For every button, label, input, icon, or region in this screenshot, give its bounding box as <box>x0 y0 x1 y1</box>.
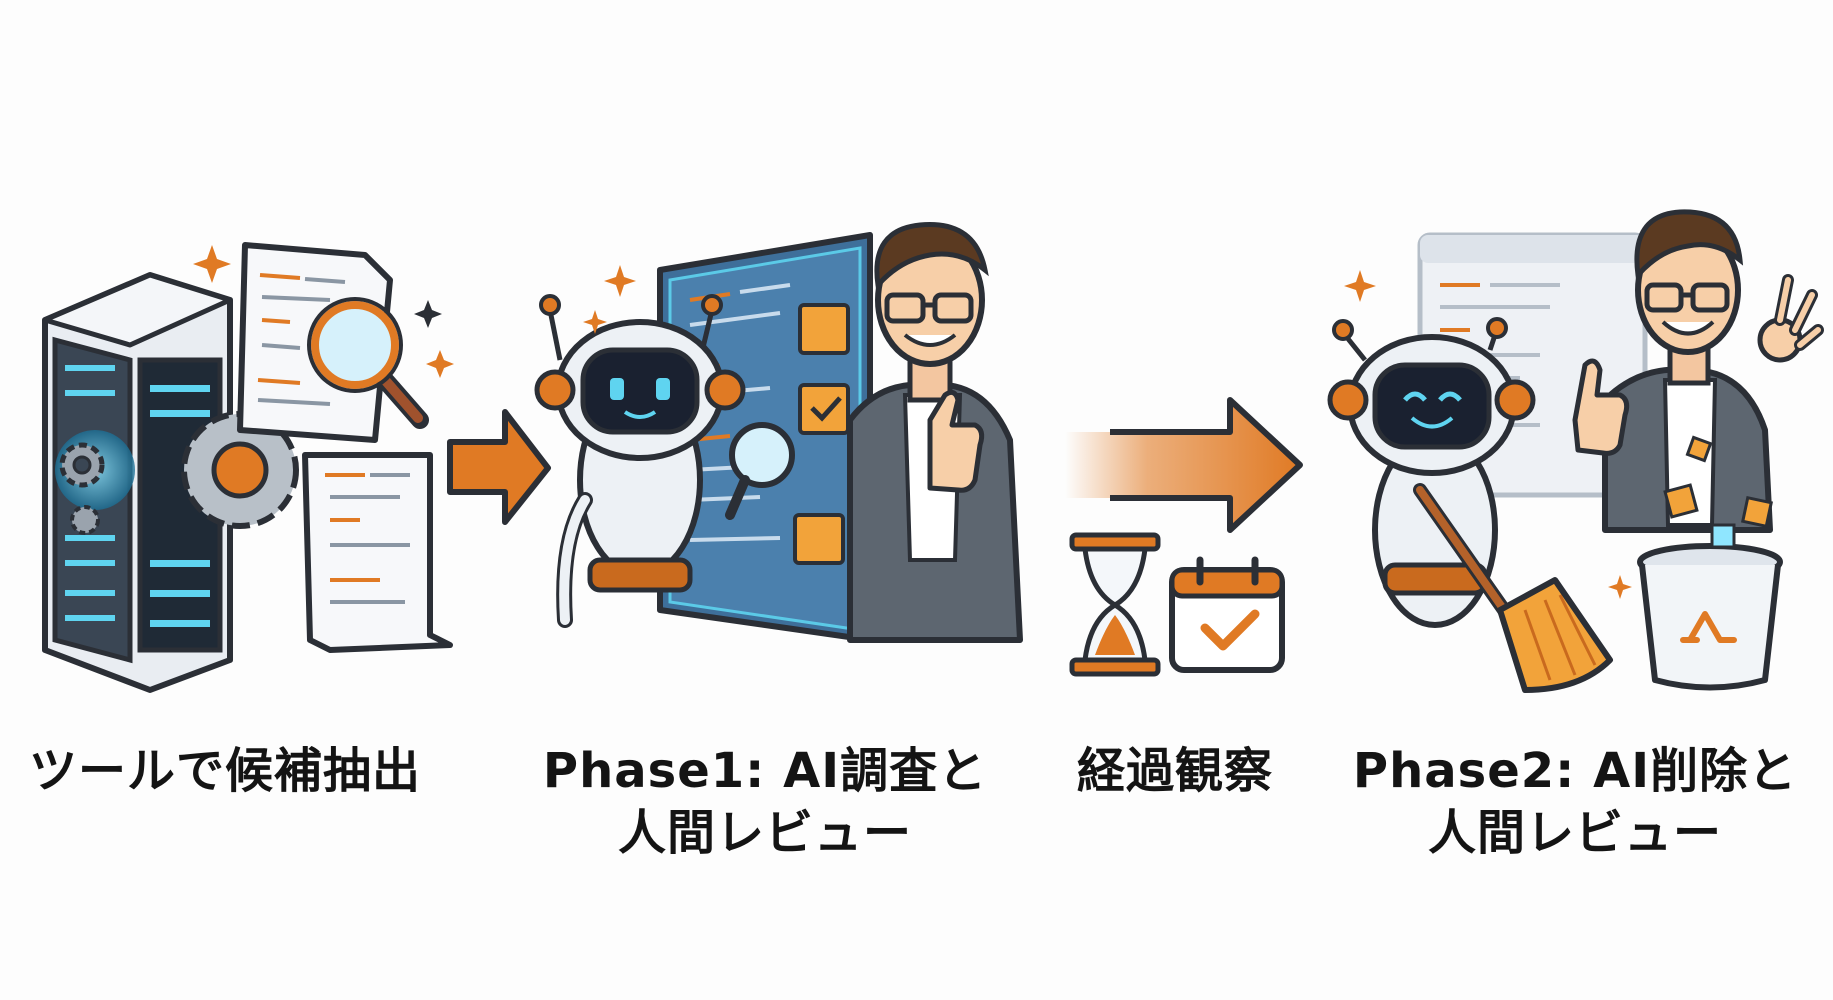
arrow-icon <box>447 409 551 525</box>
recycle-icon <box>1680 611 1737 643</box>
step-label-phase2: Phase2: AI削除と 人間レビュー <box>1330 740 1820 864</box>
thumbs-up-icon <box>1572 274 1824 456</box>
sparkle-icon <box>193 245 454 378</box>
person-icon <box>847 222 1023 643</box>
sparkle-icon <box>1344 270 1632 599</box>
step-label-tool-extraction: ツールで候補抽出 <box>10 740 440 802</box>
broom-icon <box>1413 483 1613 693</box>
step-label-line2: 人間レビュー <box>617 805 912 861</box>
thumbs-up-icon <box>927 389 985 493</box>
magnifier-icon <box>307 297 429 429</box>
server-icon <box>42 272 233 693</box>
robot-icon <box>534 294 795 628</box>
arrow-icon <box>1065 397 1303 533</box>
step-label-phase1: Phase1: AI調査と 人間レビュー <box>520 740 1010 864</box>
step-label-line1: 経過観察 <box>1076 743 1273 799</box>
gear-icon <box>59 411 299 535</box>
person-icon <box>1602 209 1773 533</box>
step-label-line1: Phase2: AI削除と <box>1352 743 1798 799</box>
hourglass-icon <box>1069 532 1161 677</box>
calendar-check-icon <box>1169 556 1285 673</box>
step-label-line1: Phase1: AI調査と <box>542 743 988 799</box>
sparkle-icon <box>583 265 636 334</box>
step-label-observation: 経過観察 <box>1040 740 1310 802</box>
robot-icon <box>1327 317 1536 628</box>
step-label-line2: 人間レビュー <box>1427 805 1722 861</box>
step-label-line1: ツールで候補抽出 <box>28 743 421 799</box>
